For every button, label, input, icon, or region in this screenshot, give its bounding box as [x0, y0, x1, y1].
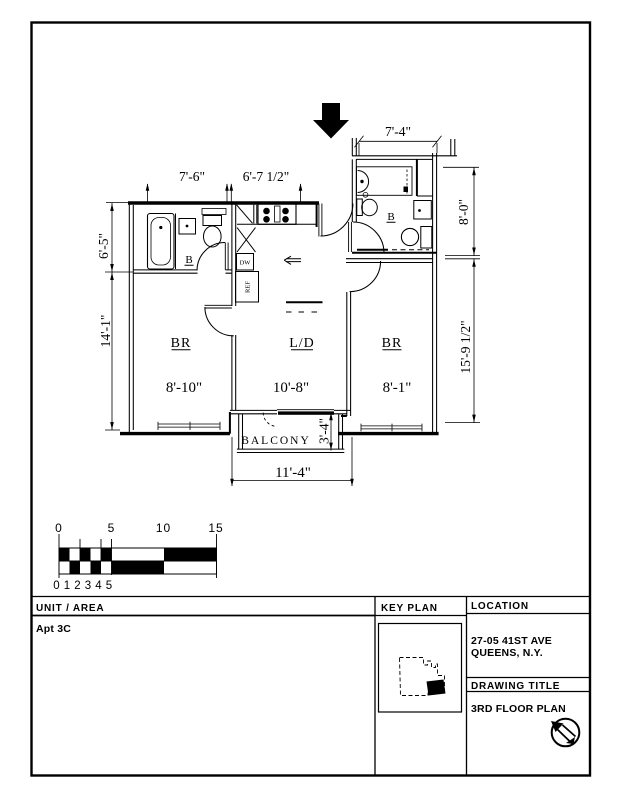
scale-top-15: 15	[208, 521, 223, 535]
dim-top-left: 7'-6"	[179, 169, 205, 184]
key-plan-map	[377, 622, 463, 713]
key-plan-unit-highlight	[426, 679, 446, 696]
scale-top-5: 5	[108, 521, 116, 535]
bath-left-sink	[178, 208, 227, 235]
detail-lines	[171, 195, 433, 351]
dim-right-lower: 15'-9 1/2"	[458, 320, 473, 373]
dim-br-left: 8'-10"	[166, 380, 202, 396]
scale-bar-cells	[59, 548, 217, 574]
walls-double-line	[128, 138, 457, 454]
key-plan-label: KEY PLAN	[381, 603, 438, 614]
key-plan-building-outline	[399, 657, 445, 696]
drawing-title-label: DRAWING TITLE	[471, 681, 560, 692]
windows-and-extension-lines	[105, 135, 480, 486]
title-block-lines	[32, 595, 590, 775]
scale-bar: 0 5 10 15 0 1 2 3 4 5	[53, 521, 223, 592]
scale-top-10: 10	[156, 521, 171, 535]
dim-top-mid: 6'-7 1/2"	[243, 169, 290, 184]
bath-left-toilet	[202, 215, 222, 248]
location-label: LOCATION	[471, 601, 529, 612]
dim-left-lower: 14'-1"	[98, 315, 113, 348]
shower	[356, 166, 413, 196]
title-block: UNIT / AREA Apt 3C KEY PLAN LOCATION 27-…	[32, 595, 590, 775]
bathtub	[146, 212, 175, 270]
kitchen-refrigerator: REF	[235, 271, 259, 303]
balcony-door-panel	[278, 411, 334, 415]
room-label-bath-right: B	[387, 211, 394, 223]
entrance-arrow-icon	[313, 103, 349, 139]
walls-heavy	[120, 201, 439, 436]
drawing-title-value: 3RD FLOOR PLAN	[471, 703, 566, 715]
dim-left-upper: 6'-5"	[96, 233, 111, 259]
dishwasher-label: DW	[240, 260, 252, 267]
address-line1: 27-05 41ST AVE	[471, 635, 552, 647]
kitchen-stove	[257, 202, 297, 225]
dim-ld: 10'-8"	[273, 380, 309, 396]
room-label-br-right: BR	[382, 336, 403, 351]
door-swings	[196, 203, 385, 337]
bath-right-sink	[413, 200, 432, 220]
page-border	[30, 21, 592, 777]
scale-bottom-2: 2	[74, 580, 80, 592]
unit-area-label: UNIT / AREA	[36, 603, 104, 614]
dim-balcony-depth: 3'-4"	[317, 418, 332, 444]
dim-top-right: 7'-4"	[385, 124, 411, 139]
room-label-br-left: BR	[171, 336, 192, 351]
refrigerator-label: REF	[245, 281, 252, 293]
door-leaves	[204, 203, 352, 309]
dim-balcony-width: 11'-4"	[275, 465, 311, 481]
dim-br-right: 8'-1"	[383, 380, 412, 396]
dim-right-upper: 8'-0"	[456, 199, 471, 225]
bath-right-toilet	[356, 192, 378, 217]
scale-bottom-0: 0	[53, 580, 59, 592]
kitchen-dishwasher: DW	[236, 253, 254, 271]
scale-bottom-5: 5	[106, 580, 112, 592]
address-line2: QUEENS, N.Y.	[471, 647, 543, 659]
room-label-bath-left: B	[185, 254, 192, 266]
floor-plan: DW REF 7'-6" 6'-7 1/2"	[96, 103, 480, 487]
scale-bar-ticks	[58, 534, 217, 578]
balcony-door-swing-dashed	[262, 412, 278, 427]
scale-top-0: 0	[55, 521, 63, 535]
room-label-balcony: BALCONY	[241, 435, 311, 447]
walls-medium	[228, 159, 437, 434]
scale-bottom-1: 1	[64, 580, 70, 592]
north-arrow-icon	[550, 717, 581, 748]
bath-right-basin	[400, 226, 433, 249]
scale-bottom-4: 4	[95, 580, 102, 592]
unit-area-value: Apt 3C	[36, 623, 71, 635]
room-label-ld: L/D	[289, 336, 315, 351]
scale-bottom-3: 3	[85, 580, 91, 592]
